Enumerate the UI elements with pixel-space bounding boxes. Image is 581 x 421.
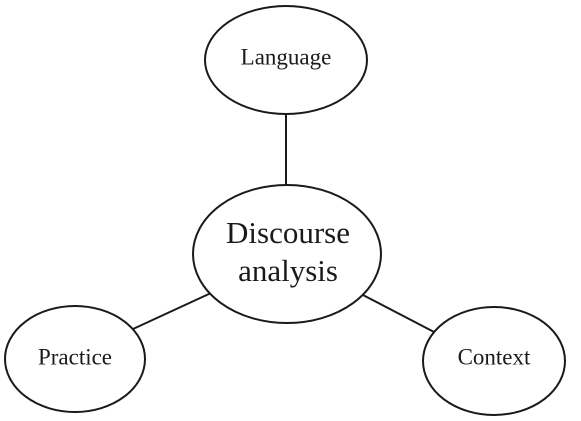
- node-language-ellipse: [204, 5, 368, 115]
- node-context: Context: [422, 306, 566, 416]
- node-discourse-analysis-label-line1: Discourse: [226, 215, 350, 250]
- node-discourse-analysis: Discourse analysis: [192, 184, 382, 324]
- node-practice-label: Practice: [38, 344, 112, 369]
- connector-right: [360, 293, 437, 334]
- node-discourse-analysis-ellipse: [192, 184, 382, 324]
- node-context-label: Context: [458, 344, 531, 369]
- connector-left: [132, 292, 212, 330]
- node-practice: Practice: [4, 305, 146, 413]
- node-language: Language: [204, 5, 368, 115]
- node-practice-ellipse: [4, 305, 146, 413]
- node-language-label: Language: [241, 44, 332, 69]
- node-context-ellipse: [422, 306, 566, 416]
- node-discourse-analysis-label-line2: analysis: [238, 253, 338, 288]
